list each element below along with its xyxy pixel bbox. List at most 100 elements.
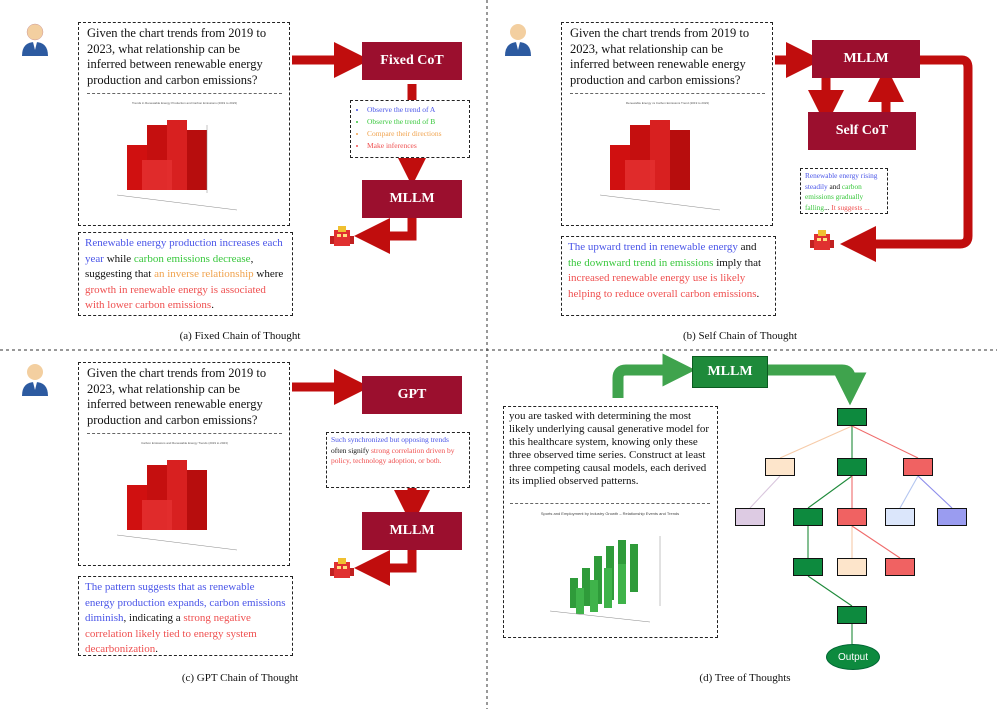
note-b-part1: Renewable energy rising steadily xyxy=(805,171,878,191)
answer-c-part4: . xyxy=(155,643,158,655)
answer-box-c: The pattern suggests that as renewable e… xyxy=(78,576,293,656)
answer-b-part5: increased renewable energy use is likely… xyxy=(568,272,757,300)
answer-c-part3: strong negative correlation likely tied … xyxy=(85,612,257,655)
arrow-mllm-to-tree xyxy=(766,364,867,406)
user-avatar-b xyxy=(503,22,533,61)
self-cot-note: Renewable energy rising steadily and car… xyxy=(800,168,888,214)
note-b-part5: It suggests ... xyxy=(831,202,870,212)
output-label: Output xyxy=(837,651,869,663)
bar-chart-image-c: Carbon Emissions and Renewable Energy Tr… xyxy=(87,441,282,559)
user-avatar-c xyxy=(20,362,50,401)
tree-node-l2-blue xyxy=(937,508,967,526)
answer-a-part4: , suggesting that xyxy=(85,252,254,281)
answer-b-part3: the downward trend in emissions xyxy=(568,256,714,269)
tree-node-l1-green xyxy=(837,458,867,476)
question-text-c: Given the chart trends from 2019 to 2023… xyxy=(87,366,267,427)
chart-title-a: Trends in Renewable Energy Production an… xyxy=(131,101,238,105)
tree-output-node: Output xyxy=(826,644,880,670)
answer-a-part5: an inverse relationship xyxy=(154,268,254,280)
tree-node-l2-red xyxy=(837,508,867,526)
answer-b-part2: and xyxy=(737,241,757,253)
chart-title-d: Sports and Employment by Industry Growth… xyxy=(540,511,680,516)
user-avatar-a xyxy=(20,22,50,61)
note-b-part2: and xyxy=(827,181,842,191)
answer-c-part1: The pattern suggests that as renewable e… xyxy=(85,581,286,624)
divider-b xyxy=(570,93,765,94)
answer-a-part1: Renewable energy production increases ea… xyxy=(85,237,283,265)
caption-c: (c) GPT Chain of Thought xyxy=(181,672,299,684)
self-cot-box: Self CoT xyxy=(808,112,916,150)
bar-chart-image-a: Trends in Renewable Energy Production an… xyxy=(87,101,282,221)
gpt-note: Such synchronized but opposing trends of… xyxy=(326,432,470,488)
step-2: Observe the trend of B xyxy=(367,116,467,128)
step-3: Compare their directions xyxy=(367,128,467,140)
question-text: Given the chart trends from 2019 to 2023… xyxy=(87,26,267,87)
caption-a: (a) Fixed Chain of Thought xyxy=(179,330,301,342)
answer-a-part2: while xyxy=(103,252,134,265)
question-box-c: Given the chart trends from 2019 to 2023… xyxy=(78,362,290,566)
note-c-part2: often signify xyxy=(331,445,371,455)
answer-b-part4: imply that xyxy=(713,256,762,269)
3d-bars-b xyxy=(599,120,721,211)
green-bar-chart-image: Sports and Employment by Industry Growth… xyxy=(510,507,710,631)
tree-node-l3-green xyxy=(793,558,823,576)
step-4: Make inferences xyxy=(367,140,467,152)
fixed-cot-box: Fixed CoT xyxy=(362,42,462,80)
tree-node-l4-green xyxy=(837,606,867,624)
answer-a-part8: . xyxy=(211,299,214,311)
question-text-b: Given the chart trends from 2019 to 2023… xyxy=(570,26,750,87)
question-box-a: Given the chart trends from 2019 to 2023… xyxy=(78,22,290,226)
chart-title-c: Carbon Emissions and Renewable Energy Tr… xyxy=(141,441,228,445)
arrow-mllm-to-answer-b xyxy=(840,55,973,262)
arrow-mllm-to-answer-a xyxy=(354,218,417,254)
robot-icon-c xyxy=(328,556,356,589)
answer-c-part2: , indicating a xyxy=(123,612,184,624)
answer-box-b: The upward trend in renewable energy and… xyxy=(561,236,776,316)
caption-b: (b) Self Chain of Thought xyxy=(682,330,798,342)
chart-thumbnail-a xyxy=(87,93,282,95)
note-c-part3: strong correlation driven by policy, tec… xyxy=(331,445,455,466)
arrow-mllm-to-answer-c xyxy=(354,548,417,586)
note-b-part4: ... xyxy=(824,202,832,212)
tree-node-l2-green xyxy=(793,508,823,526)
answer-b-part6: . xyxy=(756,287,760,300)
prompt-box-d: you are tasked with determining the most… xyxy=(503,406,718,638)
robot-icon-b xyxy=(808,228,836,261)
3d-bars-c xyxy=(116,460,238,551)
prompt-text-d: you are tasked with determining the most… xyxy=(509,410,710,487)
caption-d: (d) Tree of Thoughts xyxy=(699,672,791,684)
mllm-box-c: MLLM xyxy=(362,512,462,550)
note-c-part1: Such synchronized but opposing trends xyxy=(331,435,449,444)
answer-a-part3: carbon emissions decrease xyxy=(133,252,251,265)
tree-node-root xyxy=(837,408,867,426)
tree-node-l1-red xyxy=(903,458,933,476)
fixed-cot-steps: Observe the trend of A Observe the trend… xyxy=(350,100,470,158)
mllm-box-d: MLLM xyxy=(692,356,768,388)
robot-icon-a xyxy=(328,224,356,257)
note-b-part3: carbon emissions gradually falling xyxy=(805,181,864,212)
answer-a-part6: where xyxy=(253,268,284,280)
tree-node-l3-red xyxy=(885,558,915,576)
chart-title-b: Renewable Energy vs Carbon Emissions Tre… xyxy=(625,101,710,105)
divider-c xyxy=(87,433,282,434)
tree-node-l1-peach xyxy=(765,458,795,476)
answer-a-part7: growth in renewable energy is associated… xyxy=(85,283,266,312)
tree-node-l2-lightblue xyxy=(885,508,915,526)
mllm-box-a: MLLM xyxy=(362,180,462,218)
answer-box-a: Renewable energy production increases ea… xyxy=(78,232,293,316)
3d-bars-a xyxy=(116,120,238,211)
tree-node-l3-peach xyxy=(837,558,867,576)
tree-node-l2-lavender xyxy=(735,508,765,526)
steps-list: Observe the trend of A Observe the trend… xyxy=(353,104,467,152)
answer-b-part1: The upward trend in renewable energy xyxy=(568,241,738,253)
mllm-box-b: MLLM xyxy=(812,40,920,78)
bar-chart-image-b: Renewable Energy vs Carbon Emissions Tre… xyxy=(570,101,765,221)
divider-d xyxy=(510,503,710,504)
arrow-prompt-to-mllm-d xyxy=(612,353,696,398)
question-box-b: Given the chart trends from 2019 to 2023… xyxy=(561,22,773,226)
step-1: Observe the trend of A xyxy=(367,104,467,116)
3d-bars-d xyxy=(549,536,661,623)
gpt-box: GPT xyxy=(362,376,462,414)
